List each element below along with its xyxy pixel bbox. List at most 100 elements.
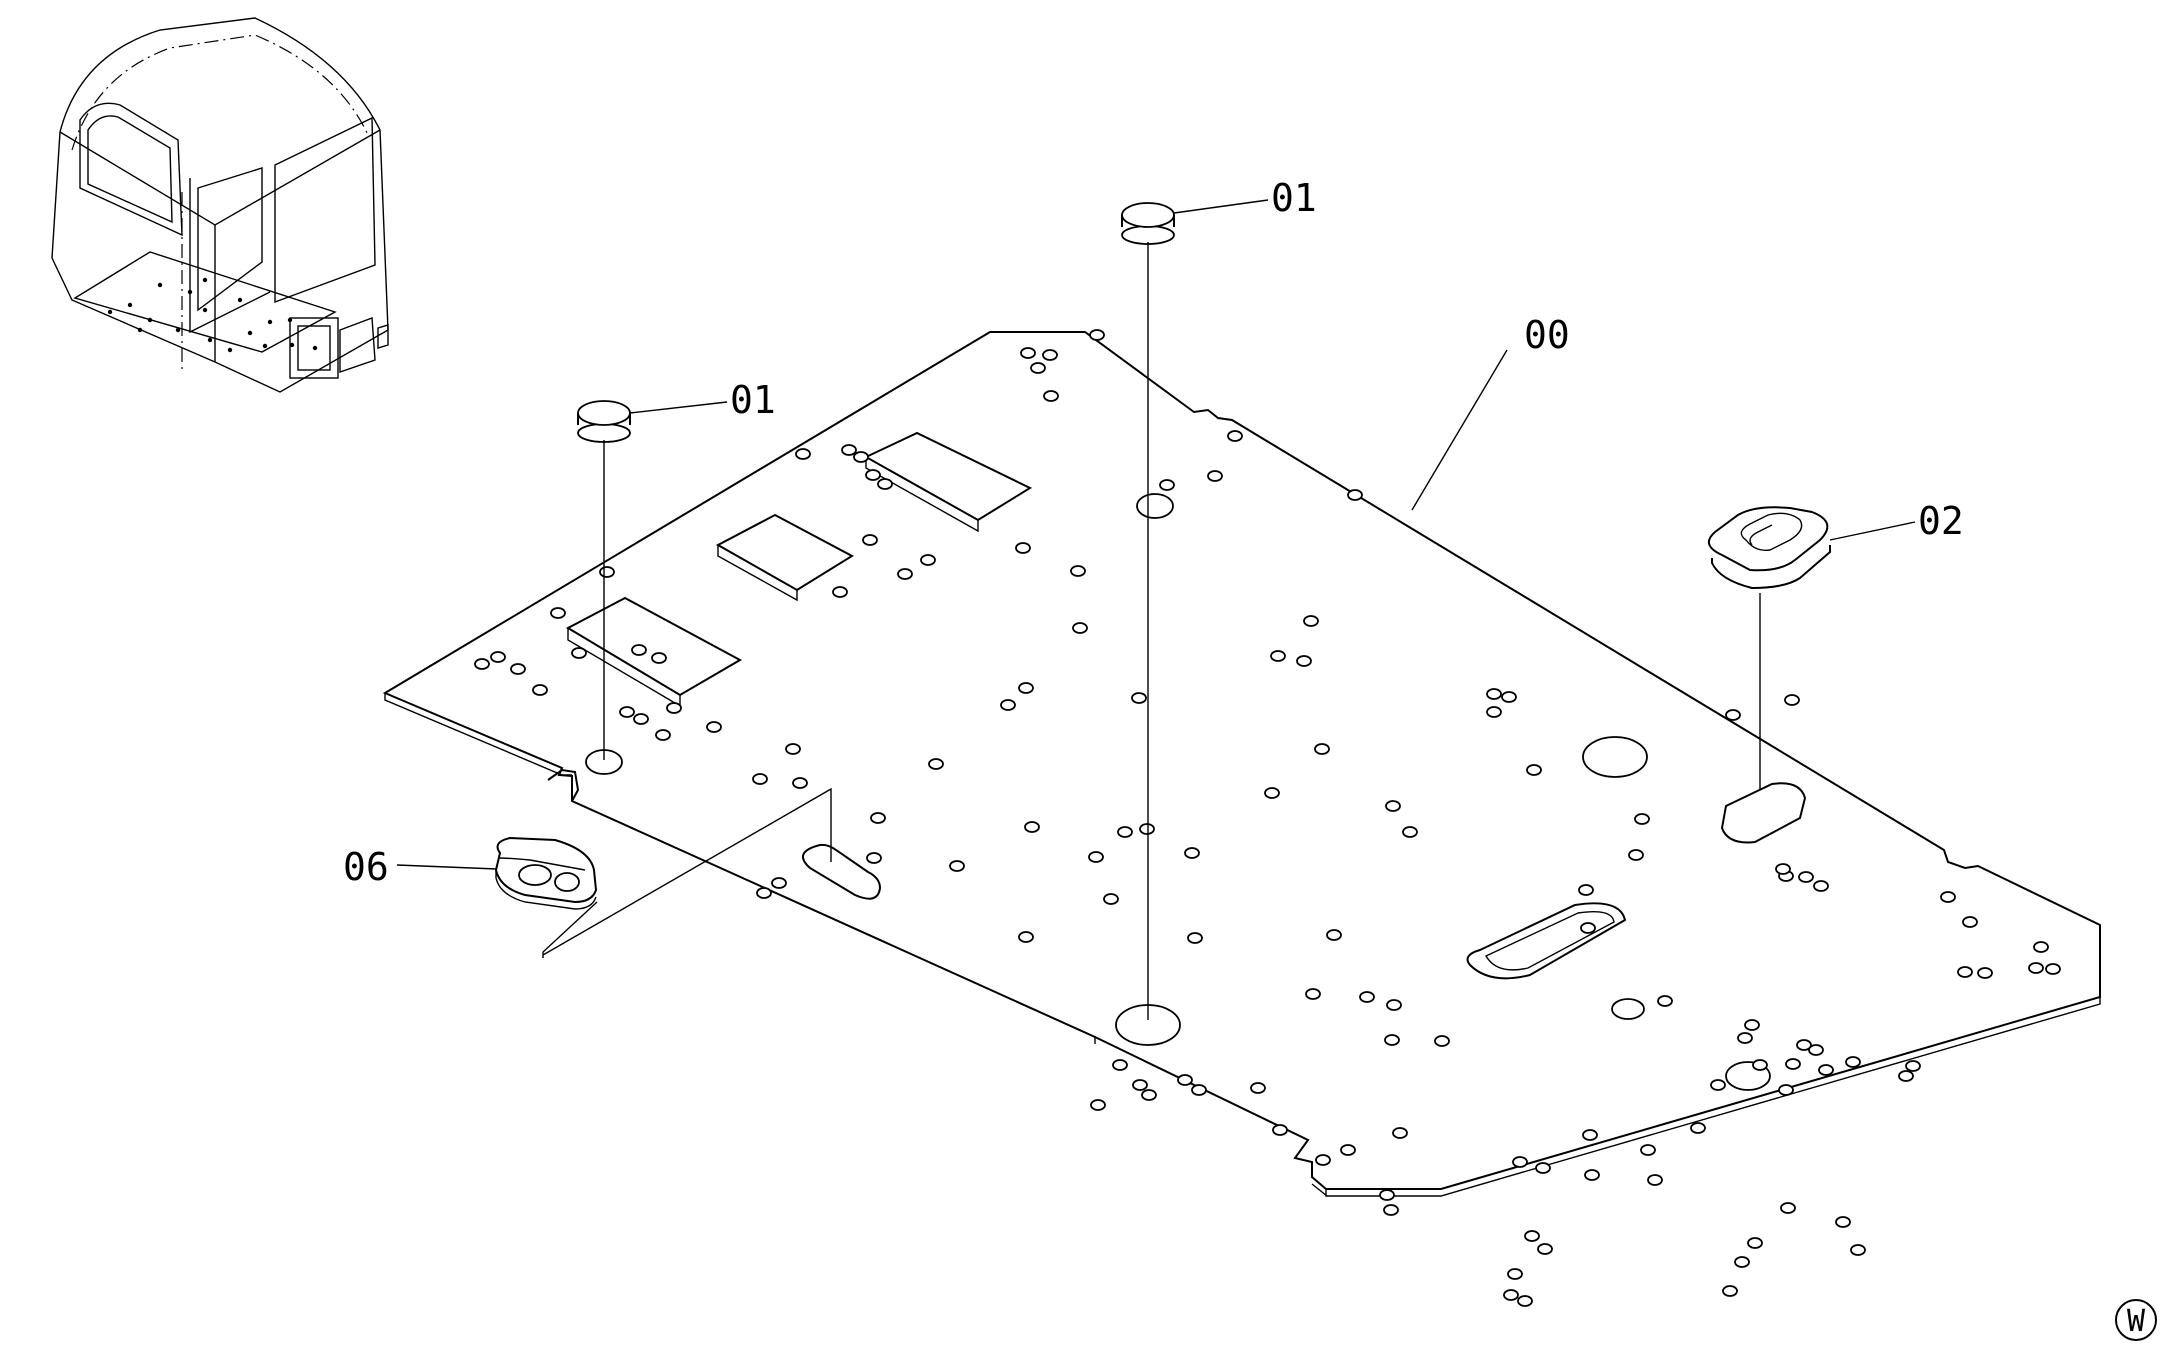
mounting-hole [1132,1079,1148,1091]
thumb-hole [157,282,163,288]
circled-w-mark: W [2115,1299,2157,1341]
thumb-hole [202,277,208,283]
mounting-hole [949,860,965,872]
mounting-hole [1775,863,1791,875]
thumb-hole [289,342,295,348]
mounting-hole [1507,1268,1523,1280]
mounting-hole [1270,650,1286,662]
mounting-hole [1578,884,1594,896]
mounting-hole [474,658,490,670]
mounting-hole [1744,1019,1760,1031]
leader-00 [1411,349,1508,511]
callout-06: 06 [343,845,389,889]
mounting-hole [1088,851,1104,863]
mounting-hole [1796,1039,1812,1051]
mounting-hole [1647,1174,1663,1186]
mounting-hole [666,702,682,714]
mounting-hole [1000,699,1016,711]
mounting-hole [655,729,671,741]
mounting-hole [1141,1089,1157,1101]
mounting-hole [1386,999,1402,1011]
mounting-hole [1785,1058,1801,1070]
mounting-hole [1780,1202,1796,1214]
mounting-hole [832,586,848,598]
mounting-hole [865,469,881,481]
mounting-hole [1535,1162,1551,1174]
mounting-hole [1850,1244,1866,1256]
thumb-hole [237,297,243,303]
mounting-hole [1503,1289,1519,1301]
plug-01-left [577,400,728,760]
mounting-hole [2028,962,2044,974]
mounting-hole [1392,1127,1408,1139]
mounting-hole [1015,542,1031,554]
thumb-hole [267,319,273,325]
mounting-hole [599,566,615,578]
mounting-hole [1305,988,1321,1000]
mounting-hole [532,684,548,696]
mounting-hole [1117,826,1133,838]
mounting-hole [1207,470,1223,482]
mounting-hole [1191,1084,1207,1096]
mounting-hole [1722,1285,1738,1297]
mounting-hole [1584,1169,1600,1181]
mounting-hole [1501,691,1517,703]
mounting-hole [1818,1064,1834,1076]
mounting-hole [1385,800,1401,812]
mounting-hole [1640,1144,1656,1156]
mounting-hole [1139,823,1155,835]
mounting-hole [841,444,857,456]
mounting-hole [756,887,772,899]
mounting-hole [1315,1154,1331,1166]
mounting-hole [2045,963,2061,975]
mounting-hole [1657,995,1673,1007]
mounting-hole [1384,1034,1400,1046]
mounting-hole [1517,1295,1533,1307]
mounting-hole [877,478,893,490]
thumb-hole [227,347,233,353]
thumb-hole [107,309,113,315]
callout-01-left: 01 [730,378,776,422]
mounting-hole [870,812,886,824]
mounting-hole [1690,1122,1706,1134]
mounting-hole [920,554,936,566]
mounting-hole [1808,1044,1824,1056]
mounting-hole [1747,1237,1763,1249]
mounting-hole [1402,826,1418,838]
mounting-hole [1177,1074,1193,1086]
mounting-hole [1024,821,1040,833]
mounting-hole [1090,1099,1106,1111]
mounting-hole [550,607,566,619]
mounting-hole [571,647,587,659]
mounting-hole [1070,565,1086,577]
mounting-hole [1434,1035,1450,1047]
callout-01-top: 01 [1271,176,1317,220]
mounting-hole [795,448,811,460]
mounting-hole [1798,871,1814,883]
mounting-hole [1072,622,1088,634]
mounting-hole [1042,349,1058,361]
mounting-hole [1710,1079,1726,1091]
mounting-hole [1582,1129,1598,1141]
mounting-hole [1845,1056,1861,1068]
mounting-hole [1905,1060,1921,1072]
mounting-hole [510,663,526,675]
mounting-hole [1250,1082,1266,1094]
thumb-hole [202,307,208,313]
mounting-hole [771,877,787,889]
mounting-hole [1486,706,1502,718]
mounting-hole [1303,615,1319,627]
mounting-hole [1957,966,1973,978]
mounting-hole [1184,847,1200,859]
plate-small-holes [474,329,2061,1307]
mounting-hole [1018,682,1034,694]
mounting-hole [1634,813,1650,825]
thumb-hole [187,289,193,295]
mounting-hole [1383,1204,1399,1216]
mounting-hole [1264,787,1280,799]
mounting-hole [2033,941,2049,953]
mounting-hole [1340,1144,1356,1156]
mounting-hole [1020,347,1036,359]
mounting-hole [1131,692,1147,704]
